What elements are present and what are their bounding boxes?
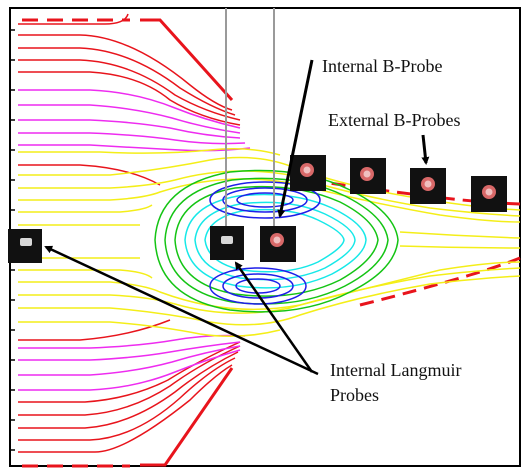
blue-upper-1 <box>209 181 321 219</box>
internal-langmuir-probe-center <box>210 226 244 260</box>
external-probe-arrow <box>421 134 430 165</box>
green-surface-1 <box>154 169 399 313</box>
internal-langmuir-probe-left <box>8 229 42 263</box>
annotation-arrows <box>44 59 430 376</box>
probe-shafts <box>225 8 275 232</box>
green-surface-3 <box>174 185 379 297</box>
internal-b-probe-label: Internal B-Probe <box>322 56 442 76</box>
green-surface-2 <box>164 177 389 305</box>
internal-langmuir-label-line2: Probes <box>330 385 379 405</box>
blue-upper-3 <box>236 192 294 208</box>
left-axis-ticks <box>10 29 15 451</box>
b-probe-arrow <box>277 59 314 218</box>
external-b-probe-2 <box>350 158 386 194</box>
langmuir-arrow-left <box>44 245 319 376</box>
magenta-field-lines <box>18 89 251 391</box>
red-line-top-1 <box>18 13 129 25</box>
closed-flux-surfaces <box>154 169 399 313</box>
external-b-probe-1 <box>290 155 326 191</box>
langmuir-arrow-center <box>234 261 314 373</box>
internal-langmuir-label: Internal Langmuir <box>330 360 461 380</box>
red-separatrix-lower <box>359 256 521 307</box>
blue-lower-1 <box>209 267 307 305</box>
blue-lower-2 <box>222 273 294 299</box>
internal-b-probe <box>260 226 296 262</box>
cyan-surface-1 <box>184 193 367 289</box>
blue-upper-2 <box>222 187 308 213</box>
external-b-probes <box>290 155 507 212</box>
red-boundary-bottom <box>140 367 234 467</box>
external-b-probes-label: External B-Probes <box>328 110 460 130</box>
external-b-probe-3 <box>410 168 446 204</box>
external-b-probe-4 <box>471 176 507 212</box>
red-boundary-top <box>140 18 234 102</box>
